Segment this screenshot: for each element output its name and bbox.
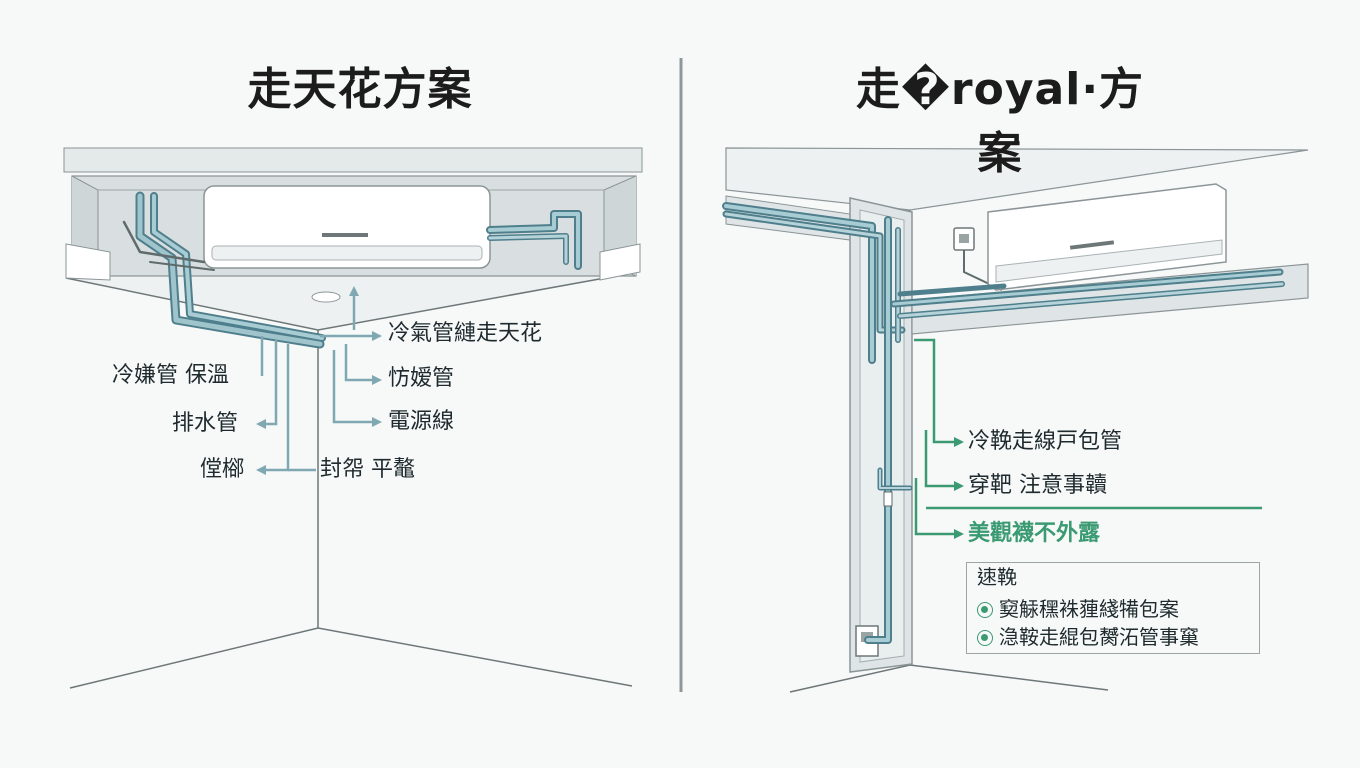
label-neat-concealed: 美觀襪不外露	[968, 521, 1101, 546]
label-refrigerant-ceiling: 冷氣管縺走天花	[388, 321, 543, 346]
legend-row-2-text: 㴔鞍走緄包膥沰管事窼	[999, 625, 1199, 649]
legend-row-2: 㴔鞍走緄包膥沰管事窼	[977, 621, 1199, 650]
left-title: 走天花方案	[247, 64, 473, 115]
label-drain-pipe: 排水管	[172, 411, 239, 436]
left-ac-unit	[203, 185, 491, 269]
label-wall-trunking: 冷鞔走線戸包管	[968, 429, 1123, 454]
legend-title: 𨒪鞔	[977, 565, 1017, 589]
label-wall-penetration: 穿靶 注意事韥	[968, 473, 1107, 498]
legend-row-1-text: 窫觨䆀袾䔆綫犕包案	[999, 597, 1179, 621]
right-title: 走�royal·方案	[855, 64, 1145, 179]
right-room	[722, 147, 1309, 693]
check-circle-icon	[977, 630, 993, 646]
label-power-cable: 電源線	[388, 409, 455, 434]
label-item-6: 㑽㮝	[200, 457, 245, 482]
label-seal-level: 封㠾 平鼇	[320, 457, 415, 482]
label-insulated-pipe: 冷嫌管 保溫	[112, 363, 229, 388]
legend-box: 𨒪鞔 窫觨䆀袾䔆綫犕包案 㴔鞍走緄包膥沰管事窼	[966, 562, 1260, 654]
right-pipes	[722, 202, 1285, 644]
left-room	[63, 147, 643, 689]
right-leaders	[914, 338, 1262, 539]
label-pipe-2: 㤃嫒管	[388, 366, 455, 391]
legend-row-1: 窫觨䆀袾䔆綫犕包案	[977, 593, 1179, 622]
left-leaders	[256, 286, 382, 475]
left-pipes	[122, 191, 582, 349]
right-ac-unit	[987, 183, 1227, 291]
check-circle-icon	[977, 602, 993, 618]
